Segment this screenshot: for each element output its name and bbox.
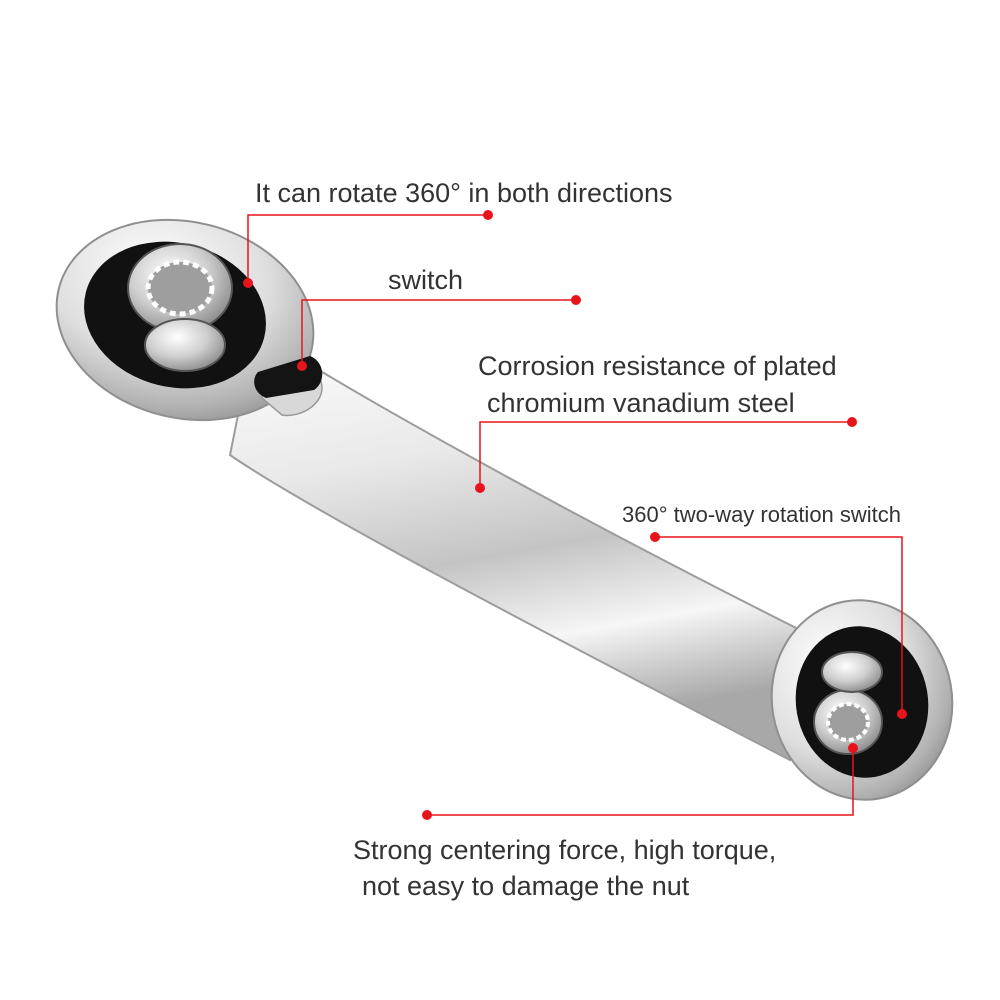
strong-callout-text-line1: Strong centering force, high torque, (353, 835, 777, 865)
strong-target-dot (848, 743, 858, 753)
corrosion-callout-text-line2: chromium vanadium steel (487, 388, 795, 418)
two-way-target-dot (897, 709, 907, 719)
callout-lines (247, 214, 903, 816)
strong-end-dot (422, 810, 432, 820)
left-ratchet-socket (84, 241, 266, 389)
switch-leader-line (301, 299, 576, 365)
two-way-leader-line (655, 536, 903, 713)
switch-callout-text: switch (388, 265, 464, 295)
strong-leader-line (427, 748, 854, 816)
corrosion-leader-line (479, 421, 852, 487)
right-ratchet-socket (795, 626, 929, 778)
rotate-end-dot (483, 210, 493, 220)
rotate-target-dot (243, 278, 253, 288)
strong-callout-text-line2: not easy to damage the nut (362, 871, 690, 901)
wrench-handle (228, 328, 822, 762)
rotate-leader-line (247, 214, 488, 280)
corrosion-end-dot (847, 417, 857, 427)
corrosion-callout-text-line1: Corrosion resistance of plated (478, 351, 837, 381)
switch-target-dot (297, 361, 307, 371)
two-way-end-dot (650, 532, 660, 542)
two-way-callout-text: 360° two-way rotation switch (622, 502, 902, 527)
callout-dots (243, 210, 907, 820)
switch-end-dot (571, 295, 581, 305)
corrosion-target-dot (475, 483, 485, 493)
rotate-callout-text: It can rotate 360° in both directions (255, 178, 673, 208)
